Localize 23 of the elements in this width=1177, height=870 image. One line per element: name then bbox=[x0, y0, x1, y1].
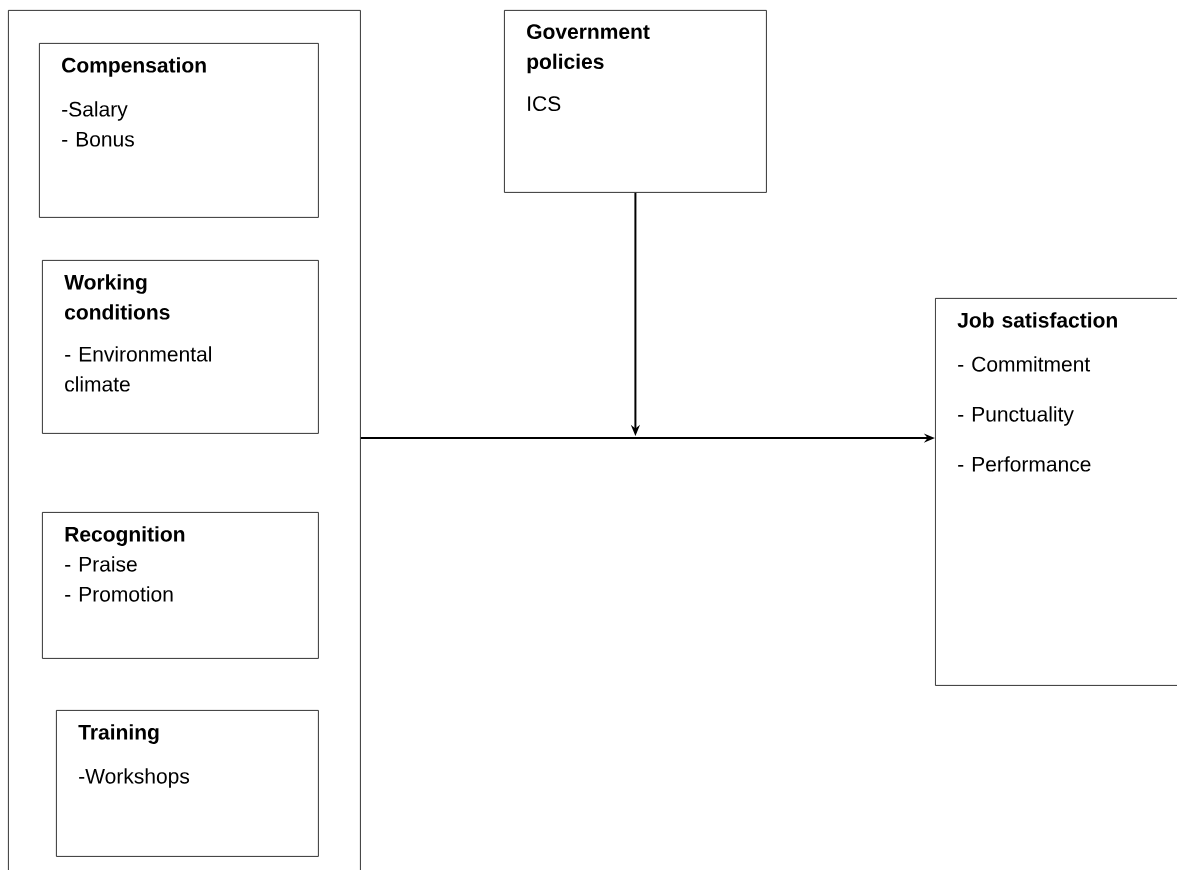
factor-box bbox=[935, 298, 1177, 686]
node-label: Job satisfaction bbox=[957, 312, 1117, 328]
node-label: - Performance bbox=[958, 456, 1091, 472]
node-label: - Promotion bbox=[65, 586, 173, 602]
node-label: - Praise bbox=[65, 556, 137, 572]
factor-box bbox=[504, 10, 767, 193]
node-label: Training bbox=[78, 724, 159, 744]
node-label: -Salary bbox=[62, 101, 128, 121]
node-label: - Environmental climate bbox=[65, 346, 211, 392]
node-label: Working conditions bbox=[64, 274, 170, 320]
node-label: -Workshops bbox=[79, 768, 190, 788]
node-label: - Bonus bbox=[62, 131, 134, 147]
frame-box bbox=[8, 10, 361, 870]
node-label: Government policies bbox=[527, 24, 650, 74]
node-label: Compensation bbox=[62, 57, 206, 77]
node-label: Recognition bbox=[65, 526, 185, 546]
node-label: - Commitment bbox=[958, 356, 1091, 372]
factor-box bbox=[56, 710, 319, 857]
node-label: ICS bbox=[528, 96, 561, 112]
node-label: - Punctuality bbox=[958, 406, 1074, 426]
factor-box bbox=[42, 512, 319, 659]
factor-box bbox=[42, 260, 319, 434]
factor-box bbox=[39, 43, 319, 218]
